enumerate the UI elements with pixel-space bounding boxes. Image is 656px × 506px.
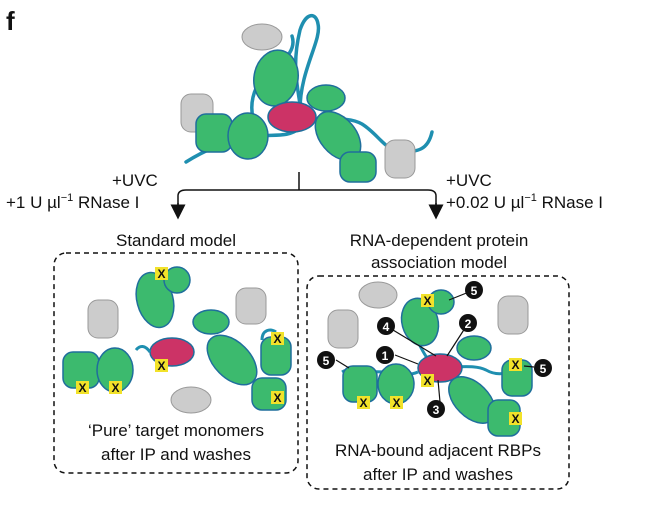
- top-complex: [180, 14, 434, 183]
- nonspecific-protein: [358, 281, 398, 309]
- right-model-caption-line1: RNA-bound adjacent RBPs: [335, 441, 541, 460]
- svg-text:X: X: [511, 412, 519, 426]
- left-model-caption-line2: after IP and washes: [101, 445, 251, 464]
- svg-text:X: X: [392, 396, 400, 410]
- rbp-protein: [339, 151, 377, 183]
- crosslink-mark: X: [109, 381, 122, 395]
- rbp-protein: [400, 297, 440, 347]
- rbp-protein: [195, 113, 233, 153]
- crosslink-mark: X: [509, 358, 522, 372]
- left-branch-uvc: +UVC: [112, 171, 158, 190]
- right-model-box: [306, 275, 570, 490]
- branch-arrows: [170, 172, 444, 220]
- svg-text:4: 4: [383, 320, 390, 334]
- crosslink-mark: X: [76, 381, 89, 395]
- svg-text:X: X: [273, 332, 281, 346]
- rbp-protein: [456, 335, 492, 361]
- svg-text:3: 3: [433, 403, 440, 417]
- marker-3: 3: [427, 400, 445, 418]
- svg-text:X: X: [157, 267, 165, 281]
- rbp-protein: [306, 84, 346, 112]
- svg-text:X: X: [273, 391, 281, 405]
- crosslink-mark: X: [271, 391, 284, 405]
- rbp-protein: [227, 112, 269, 160]
- right-model-caption-line2: after IP and washes: [363, 465, 513, 484]
- nonspecific-protein: [241, 23, 283, 51]
- right-branch-uvc: +UVC: [446, 171, 492, 190]
- crosslink-mark: X: [421, 374, 434, 388]
- left-branch-rnase: +1 U µl−1 RNase I: [6, 192, 139, 212]
- marker-4: 4: [377, 317, 395, 335]
- svg-text:X: X: [157, 359, 165, 373]
- target-protein: [267, 101, 317, 133]
- svg-text:1: 1: [382, 349, 389, 363]
- svg-text:X: X: [423, 374, 431, 388]
- svg-text:X: X: [111, 381, 119, 395]
- marker-2: 2: [459, 314, 477, 332]
- rbp-protein: [135, 271, 175, 329]
- nonspecific-protein: [327, 309, 359, 349]
- left-model-title: Standard model: [116, 231, 236, 250]
- crosslink-mark: X: [509, 412, 522, 426]
- panel-letter: f: [6, 6, 15, 36]
- right-model-contents: [327, 281, 535, 437]
- rbp-protein: [206, 334, 258, 386]
- crosslink-mark: X: [390, 396, 403, 410]
- left-model-caption-line1: ‘Pure’ target monomers: [88, 421, 264, 440]
- crosslink-mark: X: [271, 332, 284, 346]
- svg-text:5: 5: [540, 362, 547, 376]
- rbp-protein: [192, 309, 230, 335]
- marker-1: 1: [376, 346, 394, 364]
- nonspecific-protein: [384, 139, 416, 179]
- svg-text:5: 5: [323, 354, 330, 368]
- svg-text:5: 5: [471, 284, 478, 298]
- nonspecific-protein: [235, 287, 267, 325]
- marker-5-left: 5: [317, 351, 335, 369]
- crosslink-mark: X: [155, 359, 168, 373]
- marker-5-top: 5: [465, 281, 483, 299]
- marker-5-right: 5: [534, 359, 552, 377]
- left-model-contents: [62, 266, 292, 414]
- crosslink-mark: X: [155, 267, 168, 281]
- svg-text:X: X: [78, 381, 86, 395]
- crosslink-mark: X: [421, 294, 434, 308]
- nonspecific-protein: [170, 386, 212, 414]
- svg-text:X: X: [359, 396, 367, 410]
- right-model-title-line1: RNA-dependent protein: [350, 231, 529, 250]
- rbp-protein: [253, 49, 299, 107]
- nonspecific-protein: [497, 295, 529, 335]
- right-branch-rnase: +0.02 U µl−1 RNase I: [446, 192, 603, 212]
- nonspecific-protein: [87, 299, 119, 339]
- left-model-box: [53, 252, 299, 474]
- crosslink-mark: X: [357, 396, 370, 410]
- svg-text:X: X: [423, 294, 431, 308]
- svg-text:X: X: [511, 358, 519, 372]
- svg-text:2: 2: [465, 317, 472, 331]
- right-model-title-line2: association model: [371, 253, 507, 272]
